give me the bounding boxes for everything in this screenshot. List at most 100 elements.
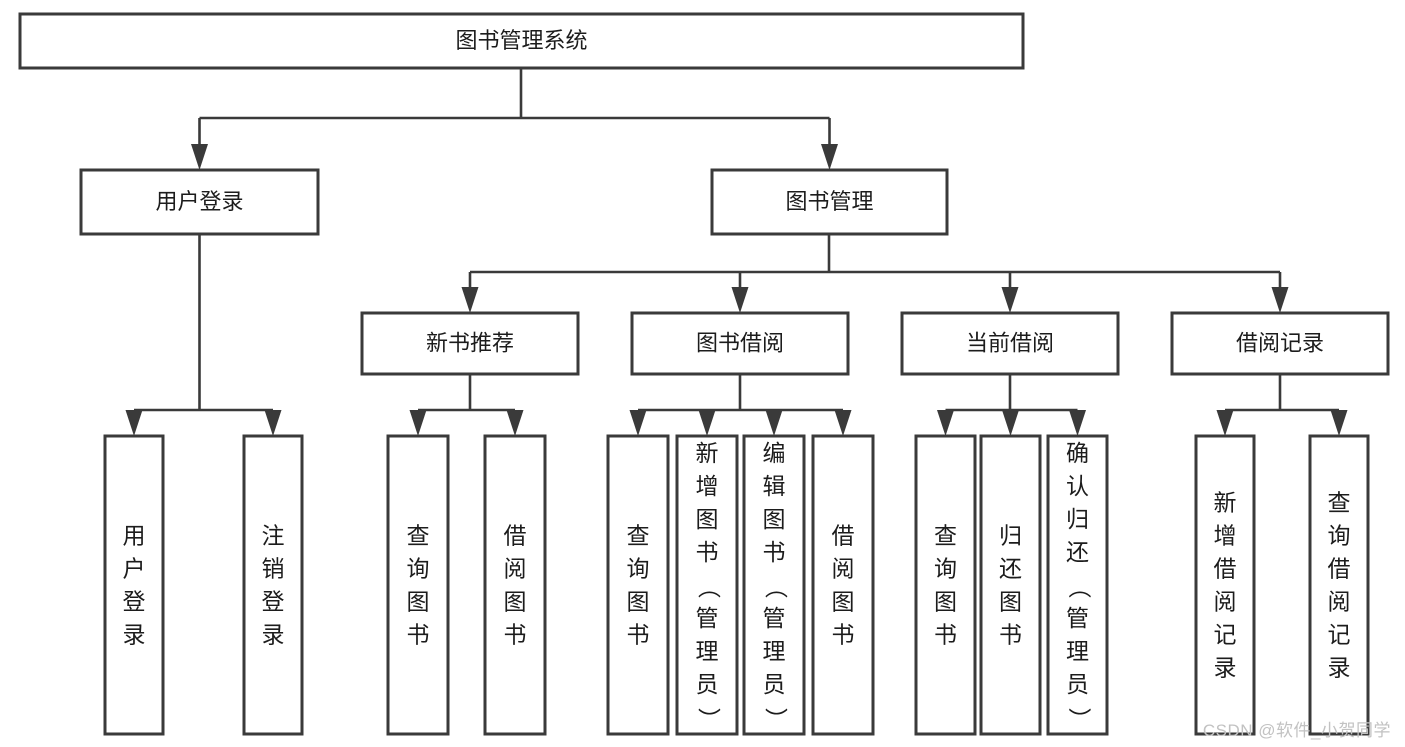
node-label-char: 用 (123, 523, 146, 549)
node-rect (630, 311, 850, 376)
node-level2-1[interactable]: 图书管理 (710, 168, 949, 236)
node-label-char: 图 (934, 589, 957, 615)
node-label-char: 录 (1214, 655, 1237, 681)
node-rect (1170, 311, 1390, 376)
node-root[interactable]: 图书管理系统 (18, 12, 1025, 70)
node-label-char: 增 (1214, 523, 1237, 549)
node-label-char: 借 (1214, 556, 1237, 582)
node-label-char: 登 (262, 589, 285, 615)
node-label-char: 记 (1214, 622, 1237, 648)
node-label-char: 户 (123, 556, 146, 582)
node-label-char: 图 (504, 589, 527, 615)
node-label-char: 归 (1066, 506, 1089, 532)
node-label-char: 查 (627, 523, 650, 549)
leaf-arrow-7-arrowhead (834, 410, 852, 436)
node-label-char: 询 (627, 556, 650, 582)
node-label-char: 新 (1214, 490, 1237, 516)
node-label: 当前借阅 (966, 330, 1054, 355)
leaf-arrow-6-arrowhead (765, 410, 783, 436)
node-label-char: ） (1066, 708, 1092, 731)
leaf-arrow-10-arrowhead (1069, 410, 1086, 436)
node-label: 用户登录 (155, 189, 243, 214)
leaf-arrow-1-arrowhead (264, 410, 282, 436)
leaf-arrow-0-arrowhead (125, 410, 143, 436)
node-label-char: 图 (763, 506, 786, 532)
node-rect (79, 168, 320, 236)
node-label-char: 图 (999, 589, 1022, 615)
node-label-char: 归 (999, 523, 1022, 549)
node-label-char: 书 (407, 622, 430, 648)
node-rect (103, 434, 165, 736)
node-level3-3[interactable]: 借阅记录 (1170, 311, 1390, 376)
node-rect (710, 168, 949, 236)
node-level3-0[interactable]: 新书推荐 (360, 311, 580, 376)
node-label-char: 书 (934, 622, 957, 648)
leaf-arrow-8-arrowhead (937, 410, 954, 436)
node-label: 借阅记录 (1236, 330, 1324, 355)
node-label-char: 理 (696, 638, 719, 664)
node-rect (900, 311, 1120, 376)
node-rect (1046, 434, 1109, 736)
node-rect (606, 434, 670, 736)
node-label-char: 确 (1066, 440, 1089, 466)
node-label-char: ） (763, 708, 789, 731)
root-to-l2-0-arrowhead (191, 144, 208, 170)
node-rect (979, 434, 1042, 736)
node-label-char: 理 (763, 638, 786, 664)
leaf-arrow-2-arrowhead (409, 410, 427, 436)
node-label: 图书借阅 (696, 330, 784, 355)
node-label-char: 销 (262, 556, 285, 582)
books-to-l3-3-arrowhead (1271, 287, 1289, 313)
node-label-char: 管 (696, 605, 719, 631)
node-label-char: 管 (1066, 605, 1089, 631)
node-rect (242, 434, 304, 736)
node-label: 图书管理 (785, 189, 873, 214)
node-label: 新书推荐 (426, 330, 514, 355)
node-label-char: 员 (1066, 671, 1089, 697)
node-label-char: 增 (696, 473, 719, 499)
node-level2-0[interactable]: 用户登录 (79, 168, 320, 236)
node-label-char: 认 (1066, 473, 1089, 499)
node-label-char: 书 (999, 622, 1022, 648)
node-rect (811, 434, 875, 736)
node-label-char: 阅 (832, 556, 855, 582)
node-label-char: 书 (763, 539, 786, 565)
node-label-char: 还 (999, 556, 1022, 582)
node-level3-1[interactable]: 图书借阅 (630, 311, 850, 376)
leaf-arrow-9-arrowhead (1002, 410, 1019, 436)
node-label-char: （ (696, 576, 722, 599)
node-label-char: 录 (1328, 655, 1351, 681)
node-label-char: 书 (832, 622, 855, 648)
node-label-char: 查 (407, 523, 430, 549)
node-label-char: 录 (262, 622, 285, 648)
node-label-char: 员 (696, 671, 719, 697)
node-label-char: 登 (123, 589, 146, 615)
node-label-char: 还 (1066, 539, 1089, 565)
node-label-char: 录 (123, 622, 146, 648)
node-rect (18, 12, 1025, 70)
node-leaf-0[interactable]: 用户登录 (103, 434, 165, 736)
node-label-char: 查 (934, 523, 957, 549)
node-label-char: 书 (627, 622, 650, 648)
node-rect (914, 434, 977, 736)
leaf-arrow-4-arrowhead (629, 410, 647, 436)
node-level3-2[interactable]: 当前借阅 (900, 311, 1120, 376)
books-to-l3-0-arrowhead (461, 287, 479, 313)
node-label-char: 询 (934, 556, 957, 582)
node-label-char: 阅 (504, 556, 527, 582)
node-label-char: 辑 (763, 473, 786, 499)
leaf-arrow-12-arrowhead (1330, 410, 1348, 436)
node-rect (675, 434, 739, 736)
